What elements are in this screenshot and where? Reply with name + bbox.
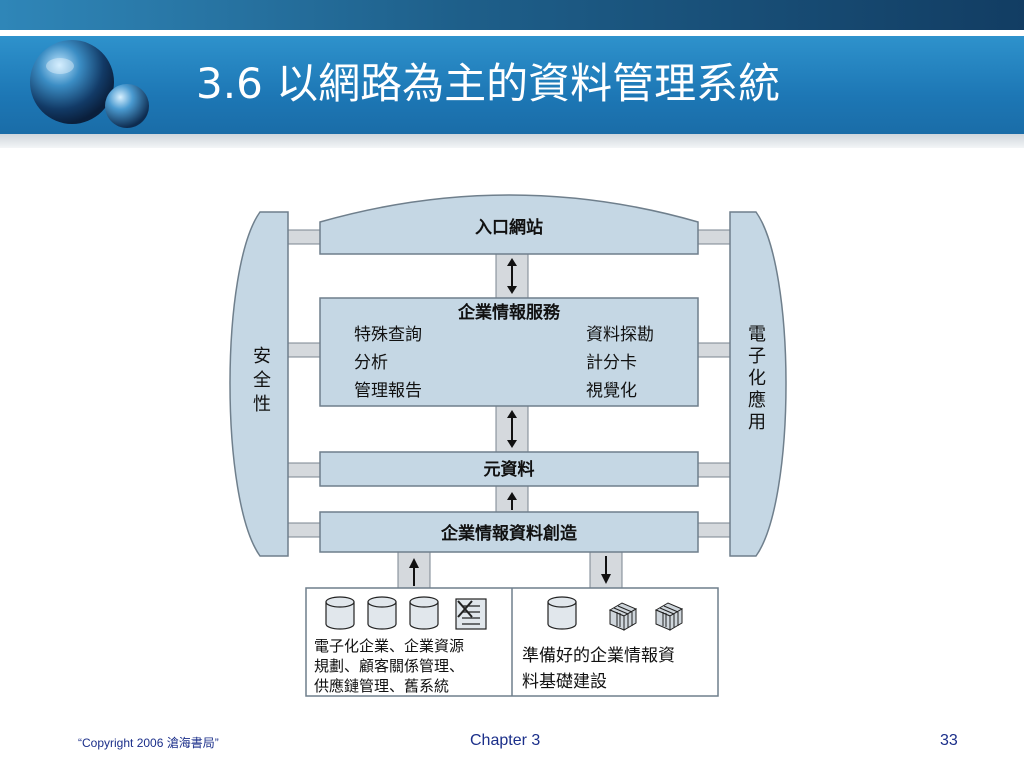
down-arrow-icon [601, 556, 611, 584]
up-arrow-icon [409, 558, 419, 586]
document-icon [455, 598, 487, 630]
database-icon [325, 596, 355, 630]
e-application-pillar-char: 子 [748, 346, 766, 367]
globe-logo-icon [30, 40, 149, 128]
up-arrow-icon [507, 492, 517, 510]
title-bar [0, 34, 1024, 136]
bi-data-creation-label: 企業情報資料創造 [440, 523, 578, 544]
e-application-pillar-char: 用 [748, 412, 766, 433]
bi-service-item: 分析 [354, 353, 388, 373]
bi-service-item: 特殊查詢 [354, 325, 422, 345]
bi-service-item: 資料探勘 [586, 325, 654, 345]
data-cube-icon [608, 602, 638, 631]
e-application-pillar-char: 化 [748, 368, 766, 389]
flow-arrows [409, 258, 611, 586]
database-icon [409, 596, 439, 630]
source-left-line: 規劃、顧客關係管理、 [314, 657, 464, 675]
connector-right-creation [697, 522, 731, 538]
portal-box [319, 194, 699, 255]
top-accent-bar [0, 0, 1024, 30]
portal-label: 入口網站 [475, 217, 543, 238]
connector-right-metadata [697, 462, 731, 478]
bi-service-item: 管理報告 [354, 381, 422, 401]
e-application-pillar-char: 應 [748, 389, 766, 411]
database-icon [367, 596, 397, 630]
double-arrow-icon [507, 410, 517, 448]
source-right-line: 準備好的企業情報資 [522, 646, 675, 666]
metadata-box [319, 451, 699, 487]
connector-left-services [287, 342, 321, 358]
title-bar-shadow [0, 134, 1024, 148]
metadata-label: 元資料 [484, 459, 535, 480]
security-pillar-char: 性 [253, 394, 271, 415]
security-pillar [229, 211, 289, 557]
e-application-pillar [729, 211, 787, 557]
footer-chapter: Chapter 3 [470, 732, 541, 749]
source-left-line: 供應鏈管理、舊系統 [314, 677, 449, 695]
data-cube-icon [654, 602, 684, 631]
connector-right-portal [697, 229, 731, 245]
footer-page-number: 33 [940, 732, 958, 749]
e-application-pillar-char: 電 [748, 324, 766, 345]
connector-right-services [697, 342, 731, 358]
bi-services-box [319, 297, 699, 407]
slide-title: 3.6 以網路為主的資料管理系統 [196, 59, 781, 108]
security-pillar-char: 安 [253, 346, 271, 367]
bi-service-item: 計分卡 [586, 353, 637, 373]
double-arrow-icon [507, 258, 517, 294]
connector-left-creation [287, 522, 321, 538]
bi-services-title: 企業情報服務 [457, 302, 561, 323]
source-left-line: 電子化企業、企業資源 [314, 637, 464, 655]
bi-service-item: 視覺化 [586, 381, 637, 401]
bi-data-creation-box [319, 511, 699, 553]
connector-left-portal [287, 229, 321, 245]
connector-left-metadata [287, 462, 321, 478]
footer-copyright: “Copyright 2006 滄海書局” [78, 736, 219, 750]
database-icon [547, 596, 577, 630]
source-right-line: 料基礎建設 [522, 672, 607, 692]
security-pillar-char: 全 [253, 370, 271, 391]
